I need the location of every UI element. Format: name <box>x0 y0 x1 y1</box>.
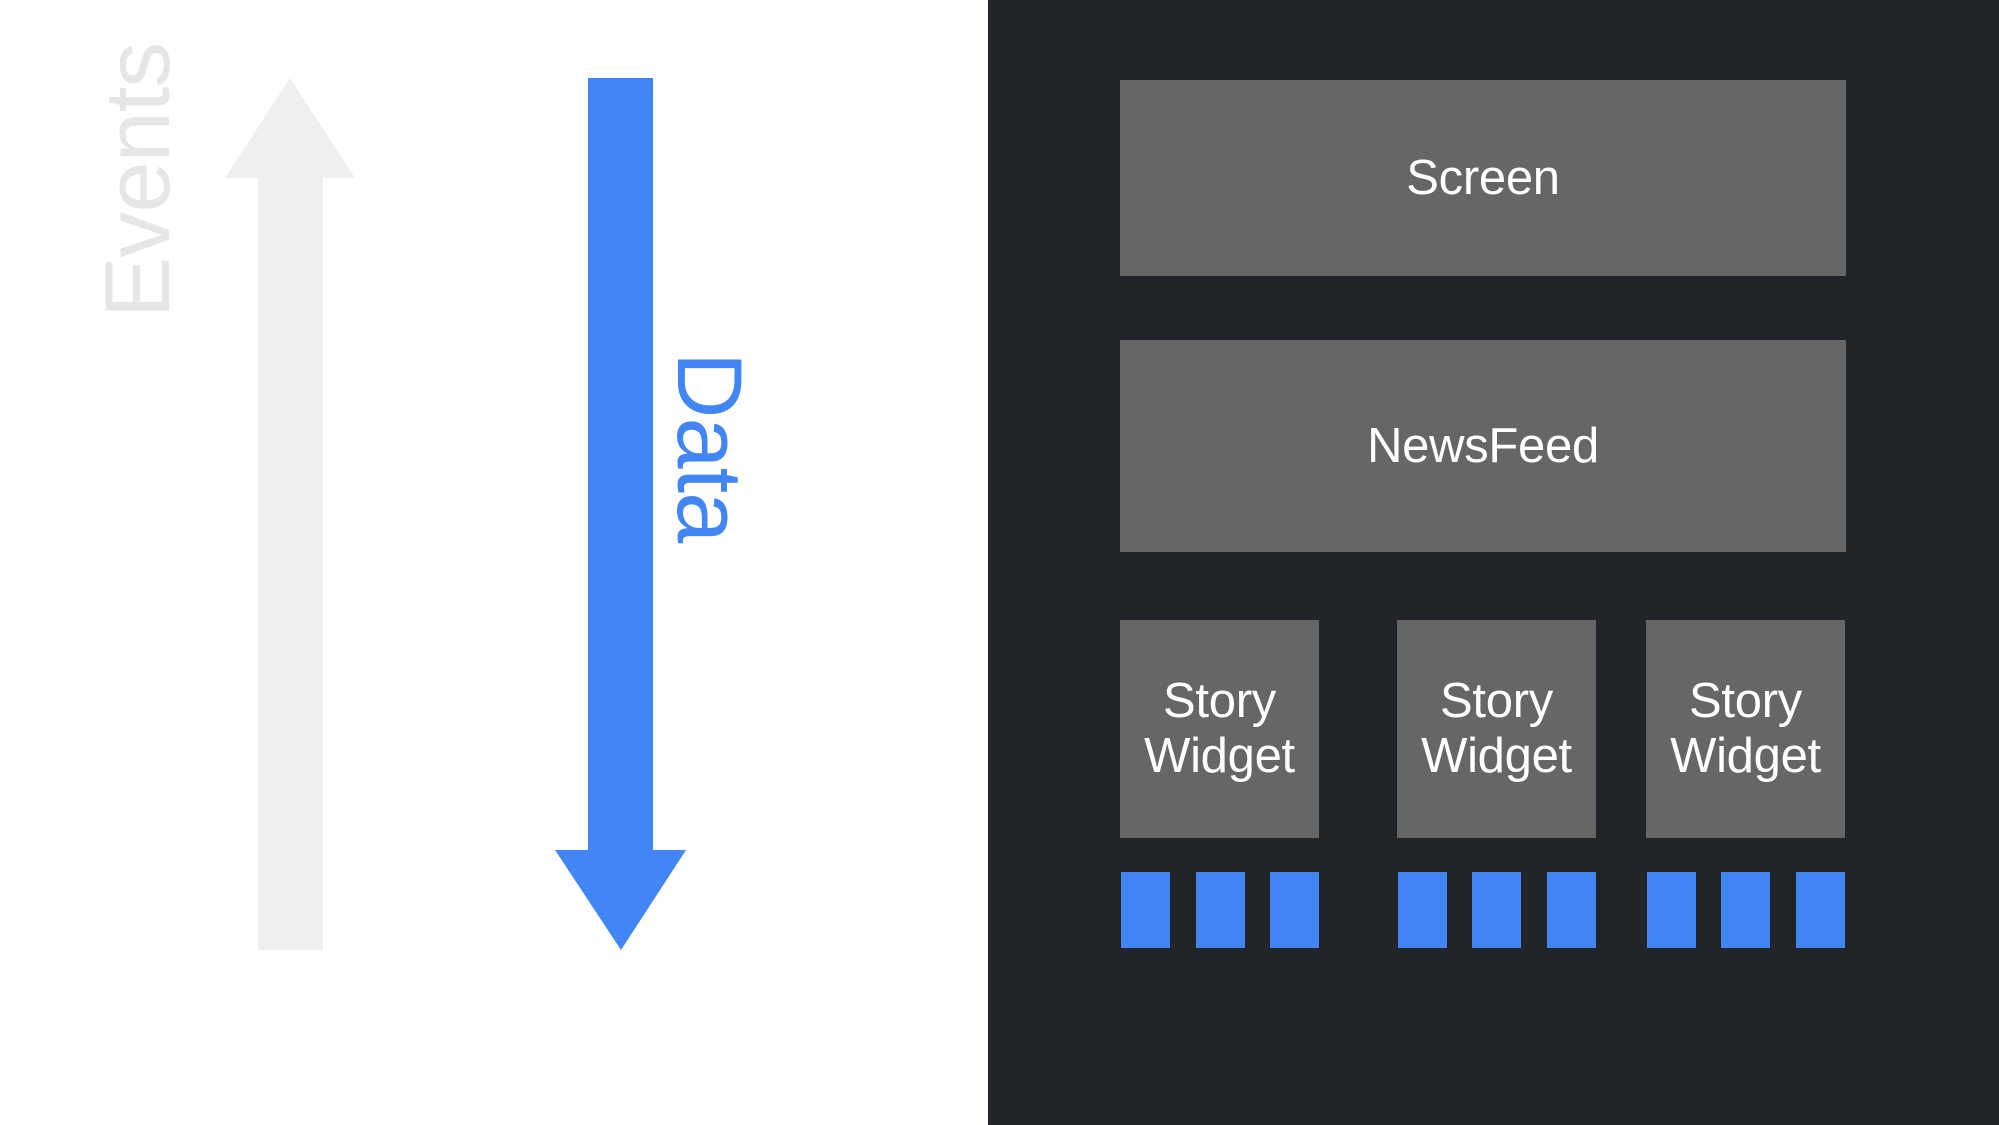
event-bar[interactable] <box>1547 872 1596 948</box>
event-bar[interactable] <box>1721 872 1770 948</box>
flow-legend-panel: Events Data <box>0 0 988 1125</box>
node-story-widget-label: Story Widget <box>1421 674 1572 784</box>
event-bar[interactable] <box>1196 872 1245 948</box>
node-story-widget-label-line1: Story <box>1689 674 1802 729</box>
data-label: Data <box>658 352 760 543</box>
node-story-widget[interactable]: Story Widget <box>1646 620 1845 838</box>
events-arrow <box>225 78 397 950</box>
node-story-widget-label-line2: Widget <box>1144 729 1295 783</box>
node-story-widget-label: Story Widget <box>1670 674 1821 784</box>
node-story-widget-label-line1: Story <box>1163 674 1276 729</box>
node-story-widget[interactable]: Story Widget <box>1120 620 1319 838</box>
event-bar[interactable] <box>1270 872 1319 948</box>
node-story-widget-label-line1: Story <box>1440 674 1553 729</box>
widget-tree-panel: Screen NewsFeed Story Widget Story Widge… <box>988 0 1999 1125</box>
node-newsfeed-label: NewsFeed <box>1367 418 1599 473</box>
node-story-widget[interactable]: Story Widget <box>1397 620 1596 838</box>
node-story-widget-label-line2: Widget <box>1421 729 1572 783</box>
event-bar[interactable] <box>1121 872 1170 948</box>
data-arrow <box>525 78 697 950</box>
node-story-widget-label-line2: Widget <box>1670 729 1821 783</box>
events-label: Events <box>87 42 189 318</box>
event-bar[interactable] <box>1472 872 1521 948</box>
node-screen-label: Screen <box>1406 150 1560 205</box>
event-bar[interactable] <box>1398 872 1447 948</box>
node-newsfeed[interactable]: NewsFeed <box>1120 340 1846 552</box>
event-bar[interactable] <box>1647 872 1696 948</box>
node-story-widget-label: Story Widget <box>1144 674 1295 784</box>
node-screen[interactable]: Screen <box>1120 80 1846 276</box>
event-bar[interactable] <box>1796 872 1845 948</box>
